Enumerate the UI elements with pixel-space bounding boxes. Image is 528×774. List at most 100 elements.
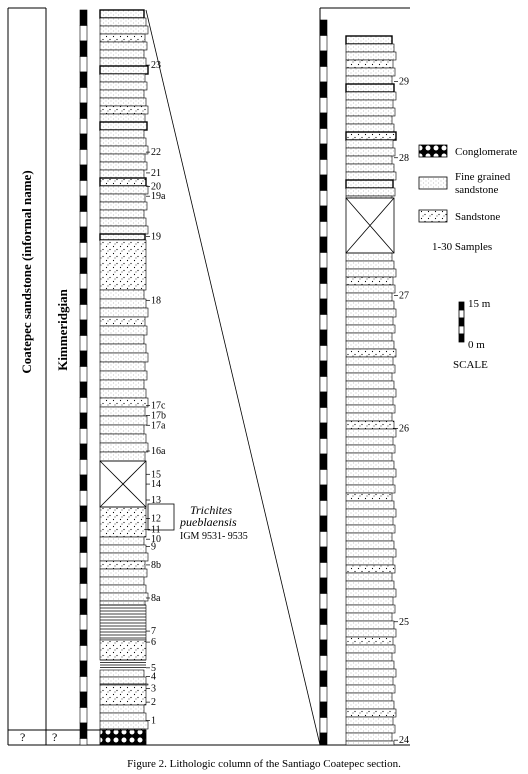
right-lower-bed: [345, 476, 394, 486]
legend-swatch-conglomerate: [418, 144, 448, 158]
figure-caption: Figure 2. Lithologic column of the Santi…: [127, 758, 401, 770]
left-scale-bar-segment: [79, 273, 88, 290]
right-scale-bar-segment: [319, 531, 328, 548]
right-lower-bed: [345, 708, 397, 718]
right-lower-bed: [345, 668, 397, 678]
right-scale-bar-segment: [319, 205, 328, 222]
left-middle-bed: [99, 451, 146, 462]
right-lower-bed: [345, 380, 395, 390]
right-upper-bed: [345, 83, 395, 93]
left-upper-bed: [99, 89, 145, 99]
right-upper-bed: [345, 99, 394, 109]
right-lower-bed: [345, 372, 393, 382]
right-lower-bed: [345, 644, 396, 654]
left-sample-label: 17a: [151, 420, 166, 431]
right-scale-bar-segment: [319, 159, 328, 176]
left-sample-label: 15: [151, 469, 161, 480]
right-scale-bar-segment: [319, 19, 328, 36]
left-scale-bar-segment: [79, 25, 88, 42]
left-lower-bed: [99, 544, 147, 554]
right-scale-bar-segment: [319, 701, 328, 718]
left-sample-label: 10: [151, 534, 161, 545]
left-scale-bar-segment: [79, 552, 88, 569]
formation-label: Coatepec sandstone (informal name): [19, 170, 34, 373]
right-scale-bar-segment: [319, 593, 328, 610]
left-scale-bar-segment: [79, 226, 88, 243]
right-scale-bar-segment: [319, 686, 328, 703]
right-lower-bed: [345, 740, 395, 746]
left-lower-bed: [99, 568, 148, 578]
covered-interval-right: [345, 197, 395, 254]
right-lower-bed: [345, 300, 395, 310]
right-scale-bar-segment: [319, 128, 328, 145]
fossil-specimens: IGM 9531- 9535: [180, 531, 248, 542]
right-scale-bar-segment: [319, 283, 328, 300]
left-upper-bed: [99, 33, 146, 43]
right-lower-bed: [345, 596, 394, 606]
right-lower-bed: [345, 332, 393, 342]
left-scale-bar-segment: [79, 722, 88, 739]
left-sample-label: 2: [151, 697, 156, 708]
left-sample-label: 18: [151, 295, 161, 306]
right-upper-bed: [345, 91, 397, 101]
right-scale-bar-segment: [319, 221, 328, 238]
left-scale-bar-segment: [79, 335, 88, 352]
right-lower-bed: [345, 604, 396, 614]
left-scale-bar-segment: [79, 614, 88, 631]
fossil-annotation: Trichites pueblaensis IGM 9531- 9535: [147, 503, 248, 542]
left-scale-bar-segment: [79, 195, 88, 212]
right-scale-bar-segment: [319, 453, 328, 470]
right-lower-bed: [345, 412, 393, 422]
left-scale-bar-segment: [79, 412, 88, 429]
right-scale-bar-segment: [319, 438, 328, 455]
left-basal-bed: [99, 704, 145, 714]
left-scale-bar-segment: [79, 598, 88, 615]
right-lithologic-column: [345, 35, 397, 746]
right-sample-label: 28: [399, 153, 409, 164]
right-scale-bar-segment: [319, 345, 328, 362]
left-middle-bed: [99, 397, 149, 408]
left-upper-bed: [99, 49, 145, 59]
right-lower-bed: [345, 500, 395, 510]
right-scale-bar-segment: [319, 50, 328, 67]
left-sample-label: 7: [151, 626, 156, 637]
right-scale-bar-segment: [319, 500, 328, 517]
left-lower-bed: [99, 552, 149, 562]
right-lower-bed: [345, 276, 394, 286]
right-lower-bed: [345, 548, 397, 558]
right-upper-bed: [345, 179, 394, 189]
left-sample-label: 14: [151, 479, 161, 490]
conglomerate-bed: [99, 729, 147, 746]
right-scale-bar-segment: [319, 422, 328, 439]
legend-label-conglomerate: Conglomerate: [455, 146, 517, 158]
left-upper-bed: [99, 185, 149, 195]
left-upper-bed: [99, 145, 149, 155]
left-scale-bar-segment: [79, 567, 88, 584]
left-middle-bed: [99, 298, 147, 309]
right-sample-label: 26: [399, 423, 409, 434]
right-scale-bar-segment: [319, 407, 328, 424]
left-upper-bed: [99, 177, 147, 187]
left-scale-bar-segment: [79, 443, 88, 460]
right-lower-bed: [345, 636, 394, 646]
right-lower-bed: [345, 612, 393, 622]
right-lower-bed: [345, 724, 396, 734]
left-scale-bar-segment: [79, 102, 88, 119]
left-sample-label: 1: [151, 716, 156, 727]
right-upper-bed: [345, 43, 395, 53]
left-scale-bar-segment: [79, 9, 88, 26]
right-lower-bed: [345, 452, 393, 462]
unknown-mark-formation: ?: [20, 730, 25, 744]
left-scale-bar-segment: [79, 521, 88, 538]
left-base-bed: [99, 669, 145, 678]
right-scale-bar-segment: [319, 732, 328, 746]
right-lower-bed: [345, 628, 397, 638]
right-scale-bar-segment: [319, 314, 328, 331]
left-scale-bar-segment: [79, 536, 88, 553]
left-scale-bar-segment: [79, 660, 88, 677]
left-lithologic-column: [99, 9, 149, 731]
right-lower-bed: [345, 308, 397, 318]
left-upper-bed: [99, 161, 148, 171]
